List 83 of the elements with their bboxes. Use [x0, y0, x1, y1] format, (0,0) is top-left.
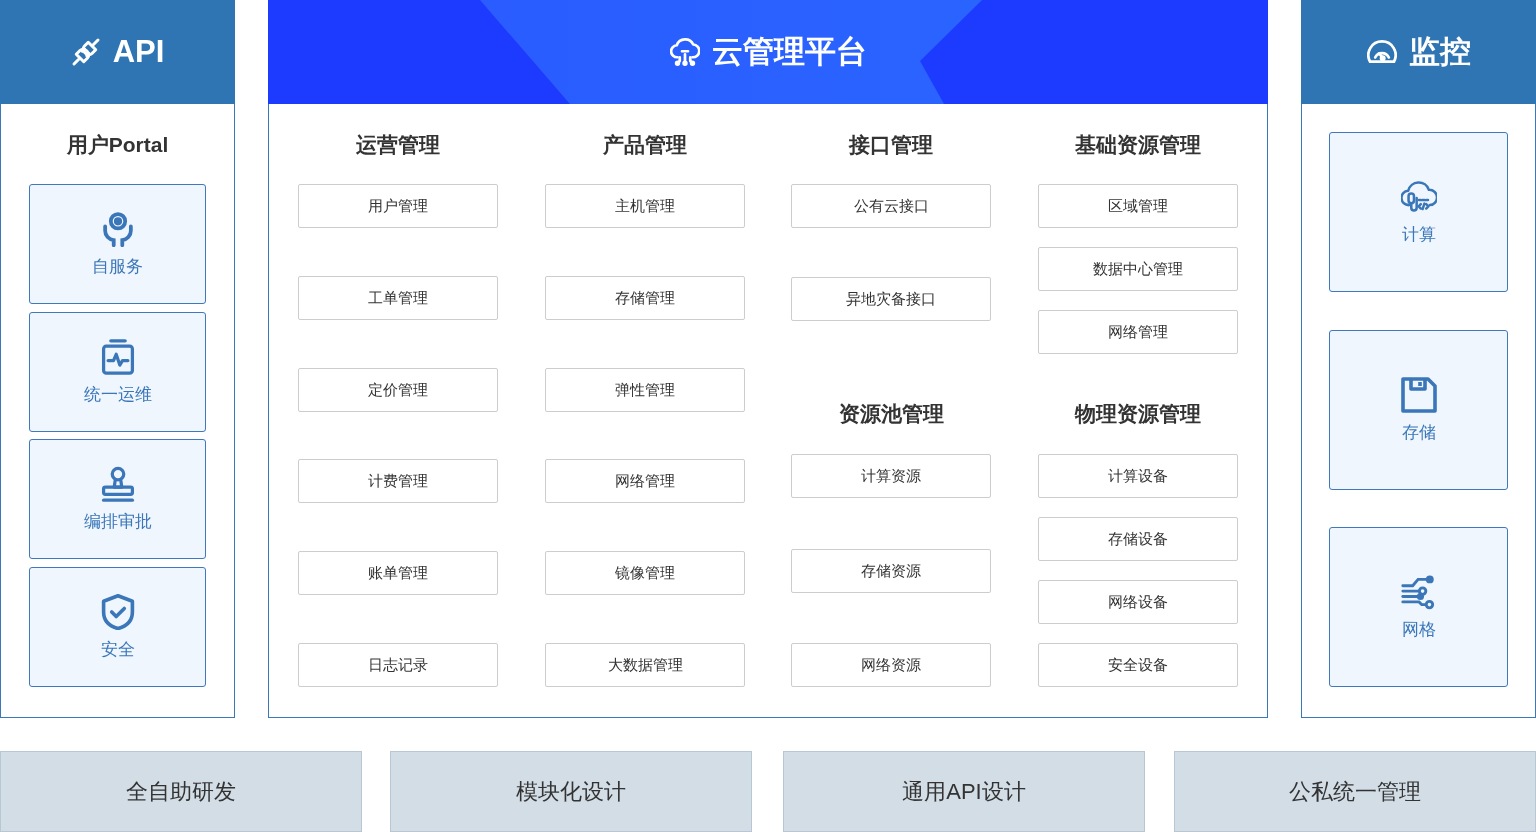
module-card — [545, 184, 745, 228]
module-label: 存储管理 — [615, 288, 675, 308]
module-card — [1038, 184, 1238, 228]
column-heading: 物理资源管理 — [1075, 401, 1201, 427]
module-label: 网络管理 — [615, 471, 675, 491]
tile-label: 计算 — [1401, 223, 1436, 246]
module-label: 镜像管理 — [615, 563, 675, 583]
module-card — [545, 643, 745, 687]
tile-label: 存储 — [1401, 421, 1436, 444]
panel-title: 云管理平台 — [711, 33, 867, 71]
service-tile — [1329, 330, 1508, 490]
module-card — [791, 454, 991, 498]
module-label: 主机管理 — [615, 196, 675, 216]
column-heading: 基础资源管理 — [1075, 132, 1201, 158]
module-label: 计算设备 — [1108, 466, 1168, 486]
module-card — [298, 368, 498, 412]
panel-title: 监控 — [1408, 33, 1471, 71]
module-label: 大数据管理 — [607, 655, 683, 675]
column-heading: 资源池管理 — [838, 401, 944, 427]
service-tile — [1329, 132, 1508, 292]
tile-label: 自服务 — [92, 255, 143, 278]
feature-label: 通用API设计 — [902, 777, 1026, 806]
module-card — [1038, 247, 1238, 291]
module-label: 网络资源 — [861, 655, 921, 675]
module-card — [791, 549, 991, 593]
module-label: 日志记录 — [368, 655, 428, 675]
platform-panel — [268, 0, 1268, 718]
module-card — [298, 643, 498, 687]
service-tile — [29, 312, 206, 432]
module-card — [791, 277, 991, 321]
module-label: 公有云接口 — [853, 196, 929, 216]
feature-bar — [0, 751, 362, 832]
module-card — [298, 459, 498, 503]
module-card — [298, 276, 498, 320]
module-card — [1038, 454, 1238, 498]
service-tile — [29, 567, 206, 687]
feature-bar — [783, 751, 1145, 832]
module-card — [298, 184, 498, 228]
tile-label: 统一运维 — [83, 383, 152, 406]
module-label: 工单管理 — [368, 288, 428, 308]
module-label: 计算资源 — [861, 466, 921, 486]
module-label: 用户管理 — [368, 196, 428, 216]
service-tile — [1329, 527, 1508, 687]
feature-bar — [390, 751, 752, 832]
feature-label: 公私统一管理 — [1289, 777, 1421, 806]
side-panel — [0, 0, 235, 718]
module-card — [1038, 517, 1238, 561]
module-card — [545, 368, 745, 412]
feature-bar — [1174, 751, 1536, 832]
module-card — [791, 643, 991, 687]
section-heading: 用户Portal — [66, 132, 169, 158]
feature-label: 模块化设计 — [516, 777, 626, 806]
module-card — [1038, 310, 1238, 354]
module-card — [545, 551, 745, 595]
side-panel — [1301, 0, 1536, 718]
tile-label: 编排审批 — [83, 510, 152, 533]
module-card — [1038, 580, 1238, 624]
column-heading: 运营管理 — [356, 132, 440, 158]
module-label: 数据中心管理 — [1093, 259, 1183, 279]
module-label: 异地灾备接口 — [846, 289, 936, 309]
module-label: 安全设备 — [1108, 655, 1168, 675]
tile-label: 网格 — [1401, 618, 1436, 641]
module-label: 存储设备 — [1108, 529, 1168, 549]
module-label: 计费管理 — [368, 471, 428, 491]
column-heading: 接口管理 — [849, 132, 933, 158]
column-heading: 产品管理 — [603, 132, 687, 158]
module-label: 账单管理 — [368, 563, 428, 583]
module-card — [298, 551, 498, 595]
module-card — [791, 184, 991, 228]
module-card — [1038, 643, 1238, 687]
service-tile — [29, 439, 206, 559]
module-card — [545, 459, 745, 503]
tile-label: 安全 — [100, 638, 135, 661]
panel-title: API — [112, 34, 165, 70]
service-tile — [29, 184, 206, 304]
module-label: 定价管理 — [368, 380, 428, 400]
module-label: 网络管理 — [1108, 322, 1168, 342]
module-label: 网络设备 — [1108, 592, 1168, 612]
module-card — [545, 276, 745, 320]
module-label: 区域管理 — [1108, 196, 1168, 216]
module-label: 弹性管理 — [615, 380, 675, 400]
module-label: 存储资源 — [861, 561, 921, 581]
feature-label: 全自助研发 — [126, 777, 236, 806]
